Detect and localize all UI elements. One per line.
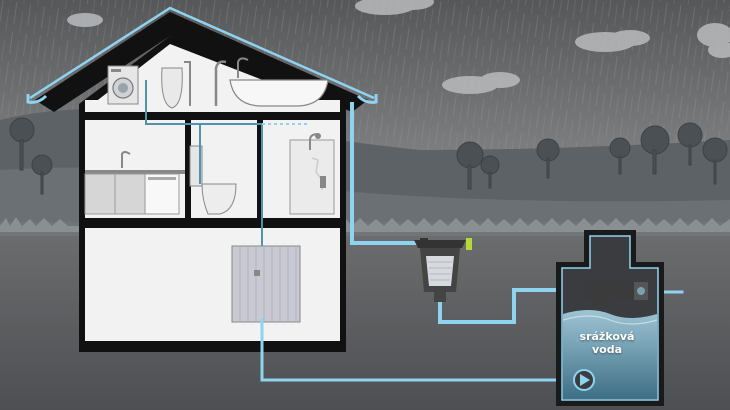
bathtub-icon <box>229 57 329 107</box>
tank-inlet-icon <box>584 282 648 306</box>
room-basement <box>85 228 340 341</box>
gutter-right <box>356 94 378 104</box>
rainwater-pipes <box>260 102 684 382</box>
basement-storage-icon <box>231 245 301 323</box>
internal-supply-pipes <box>145 80 310 246</box>
rain-filter-icon <box>414 238 472 302</box>
washing-machine-icon <box>107 65 139 105</box>
pump-icon <box>573 369 595 391</box>
trees <box>9 117 728 195</box>
clouds <box>67 0 730 94</box>
wash-basin-icon <box>161 61 191 109</box>
rainwater-tank <box>556 230 664 406</box>
shower-icon <box>289 133 335 215</box>
gutter-left <box>26 94 48 104</box>
toilet-icon <box>189 145 237 215</box>
tank-label-line1: srážková <box>579 330 635 343</box>
faucet-icon <box>214 60 227 106</box>
roof-gutter-line <box>29 6 375 100</box>
tank-label-line2: voda <box>591 343 623 356</box>
tank-label: srážková voda <box>572 330 642 356</box>
kitchen-counter-icon <box>84 151 185 215</box>
